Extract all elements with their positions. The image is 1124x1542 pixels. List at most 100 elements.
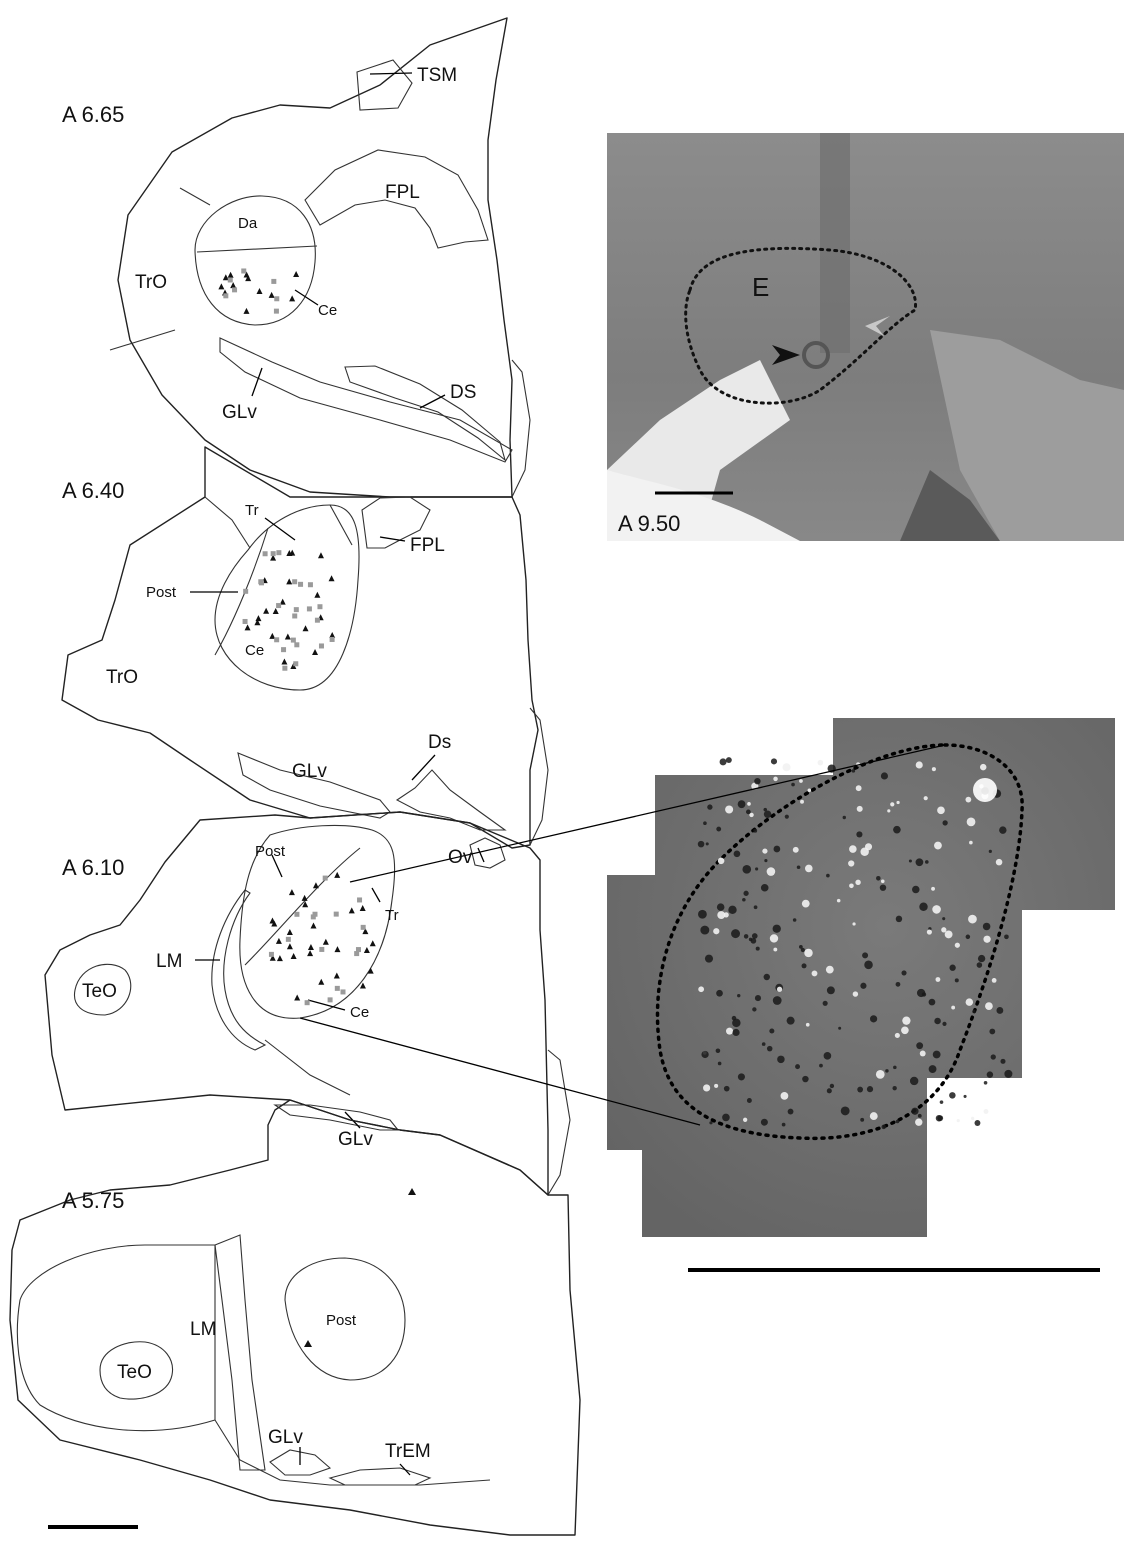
fluorescent-cell (700, 926, 709, 935)
marker-triangle (228, 272, 234, 278)
fluorescent-cell (801, 948, 805, 952)
fluorescent-cell (698, 910, 707, 919)
section-a575-outline (10, 1100, 580, 1535)
fluorescent-cell (837, 899, 841, 903)
region-label-ds: Ds (428, 732, 451, 753)
marker-square (335, 986, 340, 991)
inferior-lines-a575 (215, 1420, 490, 1485)
marker-triangle (293, 271, 299, 277)
region-label-glv: GLv (292, 761, 327, 782)
marker-triangle (255, 615, 261, 621)
fluorescent-cell (703, 1084, 710, 1091)
marker-triangle (281, 658, 287, 664)
fluorescent-cell (718, 858, 725, 865)
fluorescent-cell (910, 1077, 918, 1085)
marker-square (286, 937, 291, 942)
fluorescent-cell (802, 963, 807, 968)
fluorescent-cell (738, 1073, 745, 1080)
fluorescent-cell (709, 1121, 712, 1124)
fluorescent-cell (826, 966, 834, 974)
fluorescent-cell (1004, 1070, 1012, 1078)
fluorescent-cell (945, 930, 953, 938)
region-label-ce: Ce (350, 1004, 369, 1021)
region-label-e: E (752, 272, 769, 302)
fluorescent-cell (762, 1042, 766, 1046)
fluorescent-cell (770, 934, 778, 942)
fluorescent-cell (706, 842, 709, 845)
region-label-tro: TrO (106, 667, 138, 688)
marker-triangle (245, 624, 251, 630)
marker-triangle (273, 608, 279, 614)
fluorescent-cell (744, 934, 748, 938)
da-ce-divider (197, 246, 317, 252)
region-label-post: Post (326, 1312, 357, 1329)
fluorescent-cell (797, 865, 801, 869)
fluorescent-cell (717, 903, 725, 911)
tro-boundary (110, 188, 210, 350)
fluorescent-cell (975, 1120, 981, 1126)
marker-square (292, 613, 297, 618)
fluorescent-cell (818, 760, 824, 766)
fluorescent-cell (852, 769, 856, 773)
fluorescent-cell (812, 970, 818, 976)
fluorescent-cell (849, 845, 857, 853)
fluorescent-cell (764, 811, 771, 818)
fluorescent-cell (785, 815, 789, 819)
ce-post-tr-region (215, 505, 359, 690)
marker-triangle (349, 907, 355, 913)
marker-square (361, 925, 366, 930)
fluorescent-cell (896, 982, 901, 987)
marker-triangle (334, 872, 340, 878)
fluorescent-cell (698, 841, 705, 848)
fluorescent-cell (716, 1048, 721, 1053)
fluorescent-cell (941, 927, 946, 932)
fluorescent-cell (734, 850, 741, 857)
marker-square (334, 912, 339, 917)
fluorescent-cell (934, 1018, 941, 1025)
micrograph-section-label: A 9.50 (618, 511, 680, 536)
fluorescent-cell (773, 996, 782, 1005)
fluorescent-cell (916, 761, 923, 768)
marker-square (243, 619, 248, 624)
marker-square (243, 589, 248, 594)
fluorescent-cell (742, 865, 751, 874)
marker-triangle (230, 282, 236, 288)
fluorescent-cell (783, 763, 791, 771)
fluorescent-cell (957, 1119, 960, 1122)
tro-boundary-a640 (205, 497, 250, 548)
region-label-lm: LM (156, 951, 182, 972)
fluorescent-cell (714, 1084, 718, 1088)
fluorescent-cell (864, 961, 873, 970)
bright-cell-cluster (973, 778, 997, 802)
fluorescent-cell (876, 876, 881, 881)
fluorescent-cell (916, 1042, 923, 1049)
marker-triangle (329, 575, 335, 581)
marker-triangle (364, 947, 370, 953)
marker-square (282, 666, 287, 671)
fluorescent-cell (771, 758, 777, 764)
section-a575 (10, 1100, 580, 1535)
fluorescent-cell (942, 820, 947, 825)
fluorescent-cell (838, 1027, 841, 1030)
fluorescent-cell (955, 943, 960, 948)
fluorescent-cell (929, 1065, 937, 1073)
marker-triangle (308, 944, 314, 950)
region-label-ds: DS (450, 382, 476, 403)
marker-triangle (286, 578, 292, 584)
marker-triangle (287, 943, 293, 949)
region-label-tro: TrO (135, 272, 167, 293)
marker-triangle (289, 295, 295, 301)
fluorescent-cell (967, 817, 976, 826)
marker-triangle (304, 1340, 312, 1347)
section-a665 (110, 18, 530, 497)
fluorescent-cell (984, 1109, 989, 1114)
region-label-teo: TeO (82, 981, 117, 1002)
section-a640 (62, 447, 548, 848)
marker-triangle (269, 292, 275, 298)
marker-square (298, 582, 303, 587)
fluorescent-cell (756, 947, 760, 951)
marker-triangle (360, 905, 366, 911)
leader-tsm (370, 73, 412, 74)
tsm-region (357, 60, 412, 110)
